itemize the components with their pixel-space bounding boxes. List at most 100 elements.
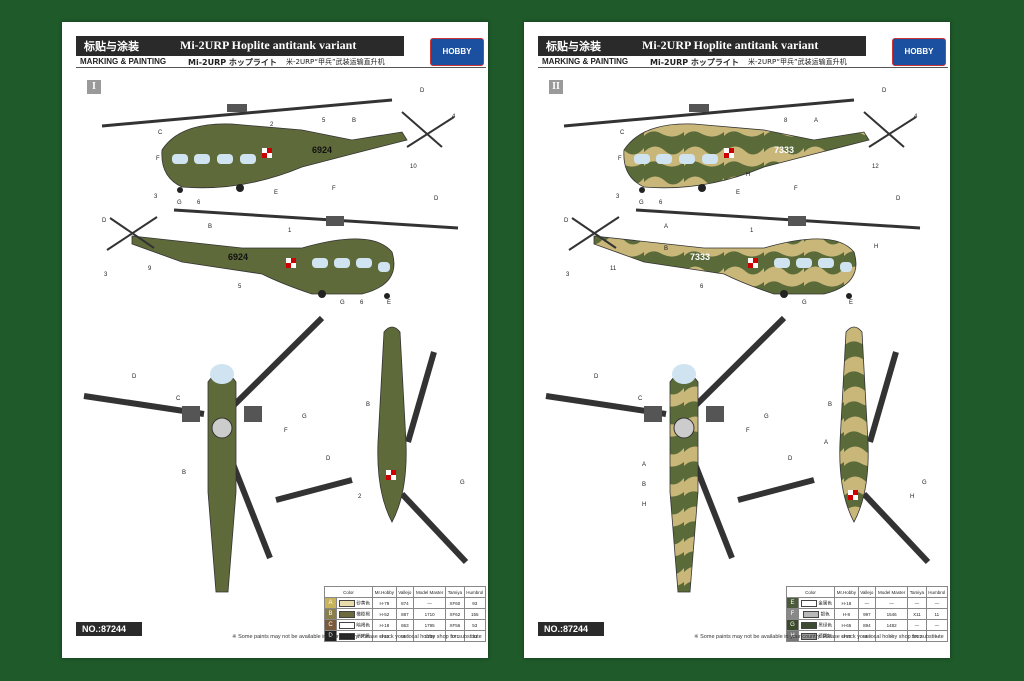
- svg-text:C: C: [620, 130, 625, 136]
- marking-painting-label: MARKING & PAINTING: [80, 57, 167, 66]
- svg-text:6: 6: [360, 300, 364, 306]
- kit-number: NO.:87244: [538, 622, 604, 636]
- svg-text:E: E: [274, 190, 278, 196]
- marking-painting-label: MARKING & PAINTING: [542, 57, 629, 66]
- col-header: Color: [324, 586, 373, 598]
- svg-text:11: 11: [610, 266, 617, 272]
- svg-text:C: C: [158, 130, 163, 136]
- page-title: Mi-2URP Hoplite antitank variant: [180, 38, 357, 52]
- instruction-sheet-2: 标贴与涂装 Mi-2URP Hoplite antitank variant M…: [524, 22, 950, 658]
- table-row: F 银色 H-8 997 1546 X11 11: [786, 608, 949, 620]
- svg-text:4: 4: [452, 114, 456, 120]
- svg-text:A: A: [642, 462, 646, 468]
- svg-text:D: D: [896, 196, 901, 202]
- chinese-subtitle: 米-2URP“甲兵”武装运输直升机: [748, 58, 847, 66]
- svg-text:D: D: [788, 456, 793, 462]
- svg-text:5: 5: [322, 118, 326, 124]
- svg-text:G: G: [340, 300, 345, 306]
- svg-text:B: B: [208, 224, 212, 230]
- svg-text:H: H: [910, 494, 914, 500]
- chinese-title: 标贴与涂装: [546, 40, 601, 53]
- svg-text:3: 3: [616, 194, 620, 200]
- svg-text:8: 8: [784, 118, 788, 124]
- svg-text:D: D: [564, 218, 569, 224]
- table-row: A 砂黄色 H-79 874 — XF60 93: [324, 597, 487, 609]
- japanese-title: Mi-2URP ホップライト: [650, 58, 739, 67]
- svg-text:3: 3: [566, 272, 570, 278]
- table-row: G 黑绿色 H-65 894 1482 — —: [786, 619, 949, 631]
- col-header: Model Master: [412, 586, 447, 598]
- svg-text:G: G: [802, 300, 807, 306]
- registration-number: 7333: [774, 145, 794, 155]
- col-header: Tamiya: [445, 586, 465, 598]
- col-header: Vallejo: [857, 586, 876, 598]
- col-header: Mr.Hobby: [371, 586, 397, 598]
- top-view: DCB GF: [83, 315, 325, 593]
- chinese-title: 标贴与涂装: [84, 40, 139, 53]
- table-row: D 消光黑 H-12 950 1749 XF1 33: [324, 630, 487, 642]
- sheet-header: 标贴与涂装 Mi-2URP Hoplite antitank variant M…: [76, 36, 488, 82]
- svg-text:B: B: [182, 470, 186, 476]
- paint-note: ※ Some paints may not be available in yo…: [232, 634, 482, 640]
- svg-text:E: E: [849, 300, 853, 306]
- japanese-title: Mi-2URP ホップライト: [188, 58, 277, 67]
- svg-text:B: B: [828, 402, 832, 408]
- col-header: Model Master: [874, 586, 909, 598]
- col-header: Color: [786, 586, 835, 598]
- svg-text:2: 2: [358, 494, 362, 500]
- hobbyboss-logo: HOBBY BOSS: [430, 38, 484, 82]
- top-view: DC ABH GF: [545, 315, 787, 593]
- svg-text:F: F: [746, 428, 750, 434]
- svg-text:D: D: [132, 374, 137, 380]
- svg-text:3: 3: [104, 272, 108, 278]
- svg-text:D: D: [594, 374, 599, 380]
- svg-text:10: 10: [410, 164, 417, 170]
- svg-text:A: A: [664, 224, 668, 230]
- paint-note: ※ Some paints may not be available in yo…: [694, 634, 944, 640]
- svg-text:12: 12: [872, 164, 879, 170]
- svg-text:D: D: [882, 88, 887, 94]
- svg-text:3: 3: [154, 194, 158, 200]
- scheme-number: I: [87, 80, 101, 94]
- chinese-subtitle: 米-2URP“甲兵”武装运输直升机: [286, 58, 385, 66]
- color-table: Color Mr.Hobby Vallejo Model Master Tami…: [324, 586, 487, 642]
- svg-text:6: 6: [197, 200, 201, 206]
- svg-text:6: 6: [700, 284, 704, 290]
- svg-text:H: H: [746, 172, 750, 178]
- col-header: Mr.Hobby: [833, 586, 859, 598]
- registration-number: 6924: [312, 145, 332, 155]
- col-header: Vallejo: [395, 586, 414, 598]
- color-table: Color Mr.Hobby Vallejo Model Master Tami…: [786, 586, 949, 642]
- svg-text:5: 5: [238, 284, 242, 290]
- svg-text:D: D: [434, 196, 439, 202]
- svg-text:A: A: [824, 440, 828, 446]
- svg-text:C: C: [638, 396, 643, 402]
- svg-text:D: D: [102, 218, 107, 224]
- bottom-view: B A D G H: [737, 326, 931, 565]
- svg-text:6: 6: [659, 200, 663, 206]
- registration-number-2: 7333: [690, 252, 710, 262]
- svg-text:B: B: [664, 246, 668, 252]
- svg-text:F: F: [794, 186, 798, 192]
- svg-text:4: 4: [914, 114, 918, 120]
- svg-text:G: G: [922, 480, 927, 486]
- svg-text:H: H: [642, 502, 646, 508]
- svg-text:G: G: [177, 200, 182, 206]
- svg-text:G: G: [302, 414, 307, 420]
- sheet-header: 标贴与涂装 Mi-2URP Hoplite antitank variant M…: [538, 36, 950, 82]
- col-header: Humbrol: [463, 586, 487, 598]
- svg-text:9: 9: [148, 266, 152, 272]
- svg-text:F: F: [618, 156, 622, 162]
- kit-number: NO.:87244: [76, 622, 142, 636]
- table-row: B 橄榄褐 H-52 887 1710 XF62 155: [324, 608, 487, 620]
- page-title: Mi-2URP Hoplite antitank variant: [642, 38, 819, 52]
- svg-text:G: G: [764, 414, 769, 420]
- svg-text:E: E: [387, 300, 391, 306]
- hobbyboss-logo: HOBBY BOSS: [892, 38, 946, 82]
- instruction-sheet-1: 标贴与涂装 Mi-2URP Hoplite antitank variant M…: [62, 22, 488, 658]
